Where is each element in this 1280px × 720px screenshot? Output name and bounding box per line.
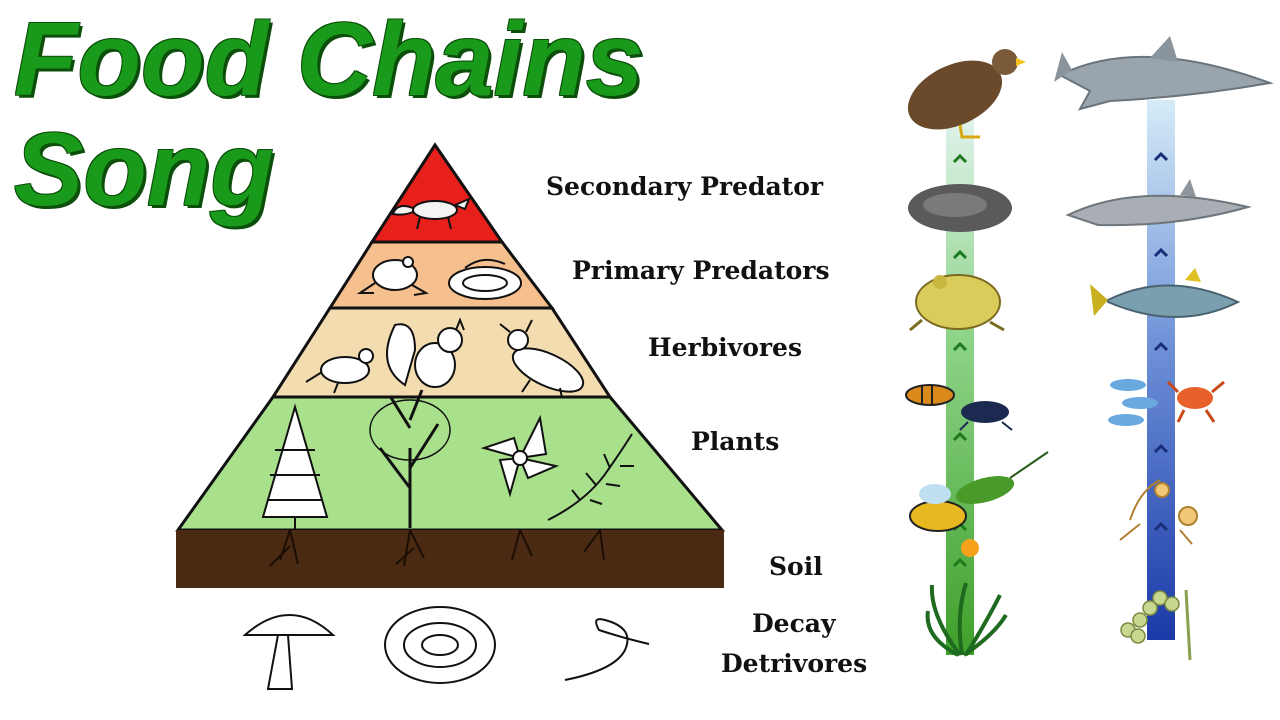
small-fish-school-icon (1108, 379, 1158, 426)
toad-icon (909, 274, 1005, 332)
phytoplankton-algae-icon (1120, 589, 1192, 661)
label-herbivores: Herbivores (648, 333, 803, 362)
ocean-food-chain (1054, 36, 1274, 661)
beetle-icon (499, 319, 585, 399)
crab-icon (1166, 380, 1225, 423)
label-primary-predators: Primary Predators (572, 256, 830, 285)
tuna-icon (1090, 268, 1241, 318)
ocean-chain-bar (1147, 100, 1175, 640)
label-soil: Soil (769, 552, 823, 581)
grass-icon (925, 582, 1008, 657)
wasp-icon (905, 384, 955, 406)
pyramid-level-secondary-predator (369, 142, 505, 244)
title-line-1: Food Chains (14, 2, 644, 118)
pyramid-level-primary-predators (327, 240, 556, 310)
hawk-icon (907, 49, 1026, 139)
dolphin-icon (1065, 179, 1252, 227)
zooplankton-icon (1119, 479, 1198, 545)
label-decay: Decay (752, 609, 836, 638)
pyramid-level-plants (175, 395, 726, 532)
bird-icon (305, 348, 374, 394)
fox-icon (391, 197, 471, 230)
label-secondary-predator: Secondary Predator (546, 172, 824, 201)
dandelion-flower-icon (961, 539, 979, 557)
flower-icon (480, 414, 560, 498)
snake-icon (448, 258, 522, 300)
fern-plant-icon (547, 433, 634, 521)
frog-icon (356, 256, 429, 296)
title-line-2: Song (14, 112, 274, 228)
ground-beetle-icon (959, 401, 1013, 431)
soil-layer (176, 530, 724, 588)
mushroom-icon (242, 614, 336, 690)
bare-tree-icon (369, 389, 451, 528)
pyramid (175, 142, 726, 588)
label-detrivores: Detrivores (721, 649, 868, 678)
millipede-icon (384, 606, 496, 684)
land-food-chain (905, 49, 1049, 657)
grasshopper-icon (955, 451, 1049, 504)
bee-icon (909, 484, 967, 532)
snake-coil-icon (908, 184, 1012, 232)
shark-icon (1054, 36, 1274, 111)
earthworm-icon (564, 618, 650, 681)
label-plants: Plants (691, 427, 780, 456)
roots (269, 529, 605, 567)
conifer-tree-icon (261, 403, 329, 529)
squirrel-icon (386, 317, 465, 388)
